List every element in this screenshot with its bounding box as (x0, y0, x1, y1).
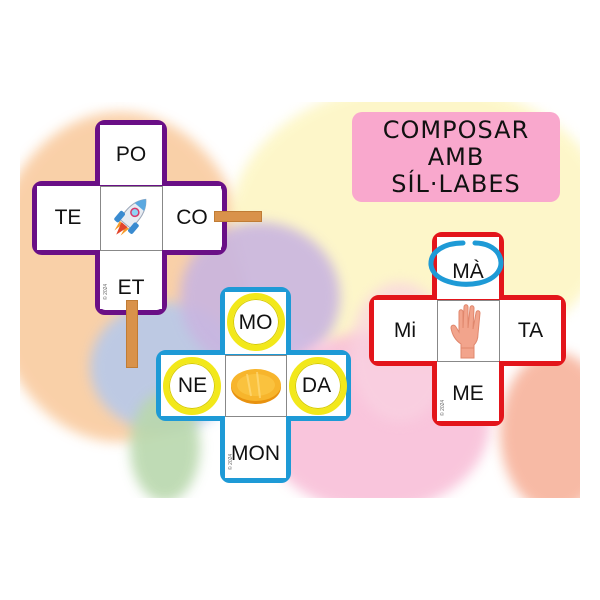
blue-circle-ma (428, 240, 504, 287)
title-box: COMPOSAR AMB SÍL·LABES (352, 112, 560, 202)
copyright-mark: © 2024 (228, 453, 234, 470)
title-line-2: AMB (427, 142, 485, 171)
syllable-co: CO (163, 186, 221, 250)
clothespin-bottom[interactable] (126, 300, 138, 368)
yellow-circle-mo (227, 293, 285, 351)
salmon-splash (500, 352, 580, 498)
rocket-icon (114, 198, 147, 236)
copyright-mark: © 2024 (440, 399, 446, 416)
syllable-te: TE (37, 186, 99, 250)
syllable-ta: TA (500, 300, 561, 361)
syllable-po: PO (100, 125, 162, 185)
syllable-et: ET (100, 251, 162, 309)
clothespin-right[interactable] (214, 211, 262, 222)
yellow-circle-ne (163, 357, 221, 415)
title-line-1: COMPOSAR (382, 115, 530, 144)
title-line-3: SÍL·LABES (391, 169, 521, 198)
yellow-circle-da (289, 357, 347, 415)
copyright-mark: © 2024 (103, 283, 109, 300)
coin-icon (231, 369, 281, 404)
syllable-me: ME (437, 362, 499, 421)
hand-icon (450, 304, 481, 359)
syllable-mon: MON (225, 417, 286, 478)
syllable-mi: Mi (374, 300, 436, 361)
